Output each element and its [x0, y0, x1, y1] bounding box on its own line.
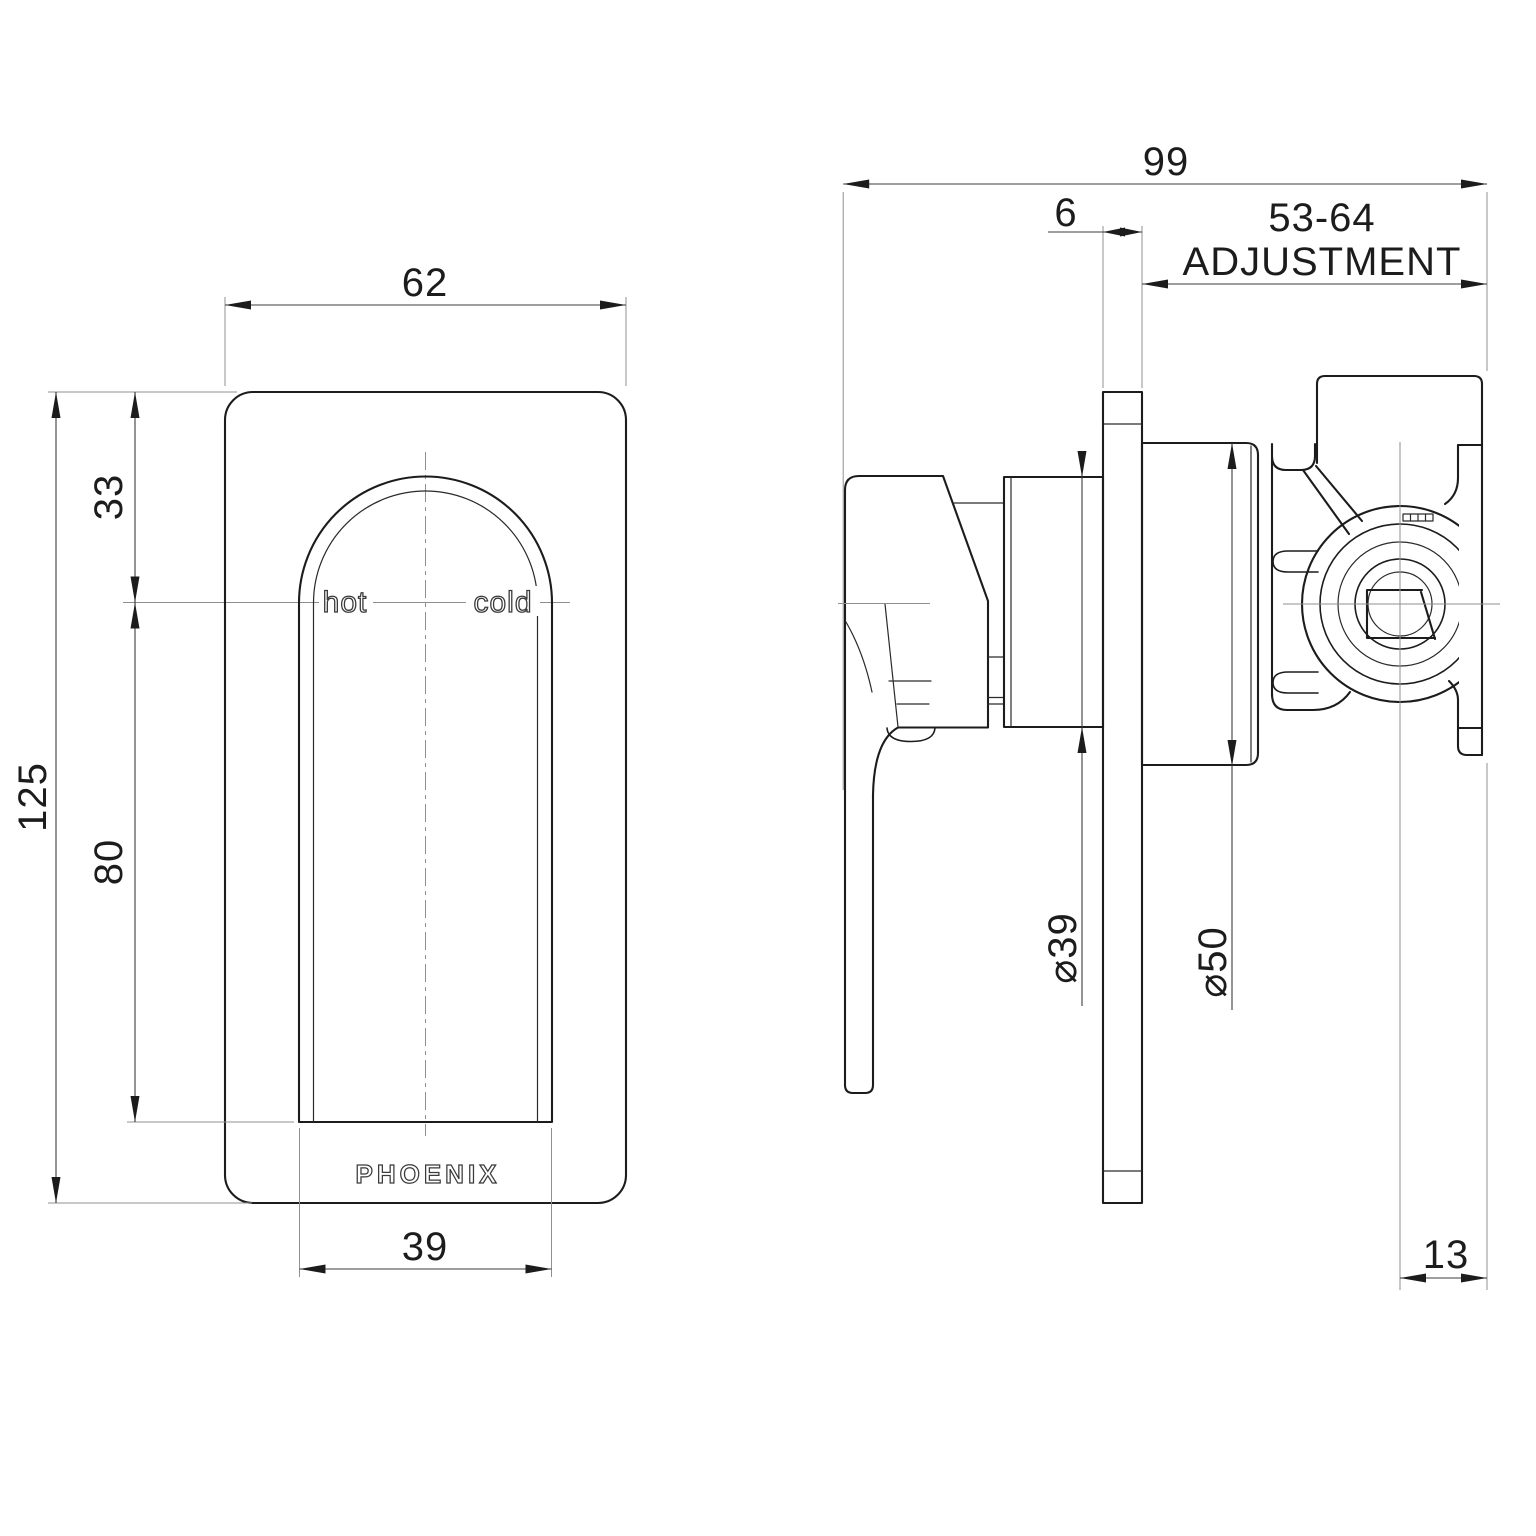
ring-teeth-detail: [1402, 513, 1434, 522]
brand-label: PHOENIX: [355, 1159, 500, 1189]
side-handle-inner-edge: [884, 603, 899, 728]
side-handle-outline: [843, 474, 990, 1095]
handle-outer-outline: [297, 475, 554, 1124]
dim-adjustment-range-value: 53-64: [1268, 196, 1375, 240]
dim-flange-diameter-value: ⌀50: [1191, 926, 1235, 998]
dim-plate-width: 62: [224, 261, 627, 386]
dim-plate-width-value: 62: [402, 261, 449, 305]
upper-strut: [1301, 464, 1364, 536]
dim-bracket-offset: 13: [1400, 763, 1488, 1290]
lower-strut: [1270, 690, 1352, 712]
side-view: 99 6 53-64 ADJUSTMENT ⌀39: [838, 140, 1505, 1290]
neck-boss: [1270, 442, 1317, 472]
handle-base-collar: [1002, 475, 1105, 729]
dim-handle-width: 39: [299, 1128, 552, 1277]
cold-label: cold: [473, 586, 532, 619]
plate-outline: [223, 390, 628, 1205]
dim-collar-diameter-value: ⌀39: [1041, 912, 1085, 984]
dim-center-to-handle-bottom: 80: [87, 602, 294, 1123]
dim-bracket-offset-value: 13: [1423, 1233, 1470, 1277]
dim-flange-diameter: ⌀50: [1191, 443, 1237, 1010]
handle-screw-cap: [886, 727, 936, 743]
mounting-bracket: [1315, 374, 1484, 757]
front-view: hot cold PHOENIX 62 125 33: [11, 261, 628, 1277]
hot-label-mask: [319, 586, 373, 616]
dim-top-to-center-value: 33: [87, 474, 131, 521]
handle-inner-outline: [312, 490, 539, 1123]
cold-label-mask: [466, 586, 540, 616]
dim-total-depth-value: 99: [1143, 140, 1190, 184]
dim-center-to-handle-bottom-value: 80: [87, 839, 131, 886]
dim-total-depth: 99: [842, 140, 1488, 790]
pipe-stub-bottom: [1272, 671, 1319, 694]
side-plate-corner-lines: [1102, 423, 1143, 1172]
spindle-keyway-chamfer: [1419, 590, 1437, 641]
dim-collar-diameter: ⌀39: [1041, 451, 1087, 1006]
body-flange: [1140, 441, 1260, 767]
side-plate: [1101, 390, 1144, 1205]
dim-plate-height-value: 125: [11, 762, 55, 832]
dim-top-to-center: 33: [87, 392, 140, 603]
dim-adjustment-label: ADJUSTMENT: [1183, 240, 1462, 284]
dim-plate-thickness-value: 6: [1054, 191, 1077, 235]
dim-handle-width-value: 39: [402, 1225, 449, 1269]
pipe-stub-top: [1272, 550, 1319, 573]
side-handle-detail-lines: [888, 680, 932, 705]
dim-plate-height: 125: [11, 391, 252, 1204]
handle-stem-lines: [952, 502, 1005, 705]
dim-plate-thickness: 6: [1048, 191, 1143, 388]
dim-adjustment: 53-64 ADJUSTMENT: [1142, 196, 1487, 289]
hot-label: hot: [323, 586, 368, 619]
spindle-keyway: [1365, 588, 1437, 640]
side-handle-crease: [845, 621, 873, 693]
